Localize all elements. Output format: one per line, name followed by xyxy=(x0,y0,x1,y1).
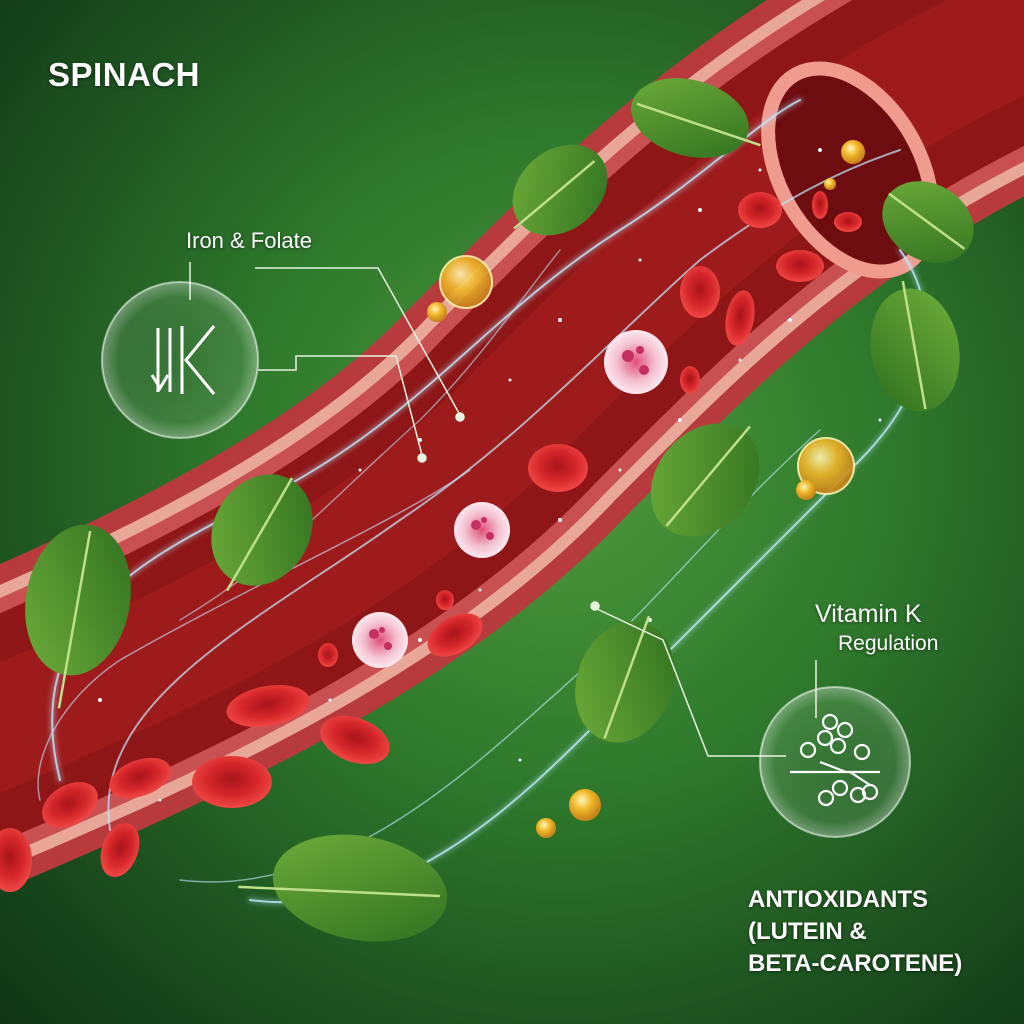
white-blood-cells xyxy=(352,330,668,668)
red-blood-cell xyxy=(42,782,98,828)
nutrient-orb xyxy=(427,302,447,322)
spinach-leaf xyxy=(25,524,131,709)
spinach-leaf xyxy=(650,423,760,537)
spinach-leaf xyxy=(238,834,448,942)
red-blood-cell xyxy=(436,590,454,610)
white-blood-cell xyxy=(454,502,510,558)
nutrient-orb xyxy=(841,140,865,164)
red-blood-cell xyxy=(528,444,588,492)
antioxidants-line-2: (LUTEIN & xyxy=(748,918,867,945)
red-blood-cell xyxy=(109,757,171,799)
red-blood-cell xyxy=(680,266,720,318)
red-blood-cell xyxy=(776,250,824,282)
iron-k-symbol-icon xyxy=(150,325,216,395)
nutrient-orb xyxy=(536,818,556,838)
spinach-leaf xyxy=(575,615,675,743)
spinach-leaf xyxy=(882,181,974,263)
nutrient-orb xyxy=(569,789,601,821)
red-blood-cell xyxy=(834,212,862,232)
red-blood-cell xyxy=(226,684,310,728)
antioxidants-label: ANTIOXIDANTS (LUTEIN & BETA-CAROTENE) xyxy=(748,884,962,980)
red-blood-cell xyxy=(725,290,755,346)
iron-folate-label: Iron & Folate xyxy=(186,228,312,253)
nutrient-orb xyxy=(439,255,493,309)
red-blood-cell xyxy=(318,643,338,667)
red-blood-cell xyxy=(320,715,390,765)
vitamin-k-subtitle: Regulation xyxy=(838,632,939,655)
nutrient-orb xyxy=(796,480,816,500)
red-blood-cell xyxy=(0,828,32,892)
nutrient-orb xyxy=(824,178,836,190)
spinach-leaf xyxy=(512,144,608,236)
red-blood-cell xyxy=(192,756,272,808)
red-blood-cells xyxy=(0,191,862,892)
molecule-structure-icon xyxy=(790,713,880,807)
white-blood-cell xyxy=(352,612,408,668)
red-blood-cell xyxy=(680,366,700,394)
nutrient-orbs xyxy=(427,140,865,838)
iron-folate-badge xyxy=(101,281,259,439)
spinach-leaf xyxy=(631,78,761,158)
spinach-leaf xyxy=(211,474,313,592)
red-blood-cell xyxy=(100,822,140,878)
vitamin-k-label: Vitamin K xyxy=(815,600,922,628)
antioxidants-line-3: BETA-CAROTENE) xyxy=(748,950,963,977)
nutrient-orb xyxy=(797,437,855,495)
antioxidants-line-1: ANTIOXIDANTS xyxy=(748,886,928,913)
red-blood-cell xyxy=(812,191,828,219)
spinach-leaf xyxy=(870,280,960,412)
spinach-leaves xyxy=(25,78,974,942)
red-blood-cell xyxy=(427,613,483,657)
red-blood-cell xyxy=(738,192,782,228)
white-blood-cell xyxy=(604,330,668,394)
vitamin-k-badge xyxy=(759,686,911,838)
page-title: SPINACH xyxy=(48,56,201,93)
